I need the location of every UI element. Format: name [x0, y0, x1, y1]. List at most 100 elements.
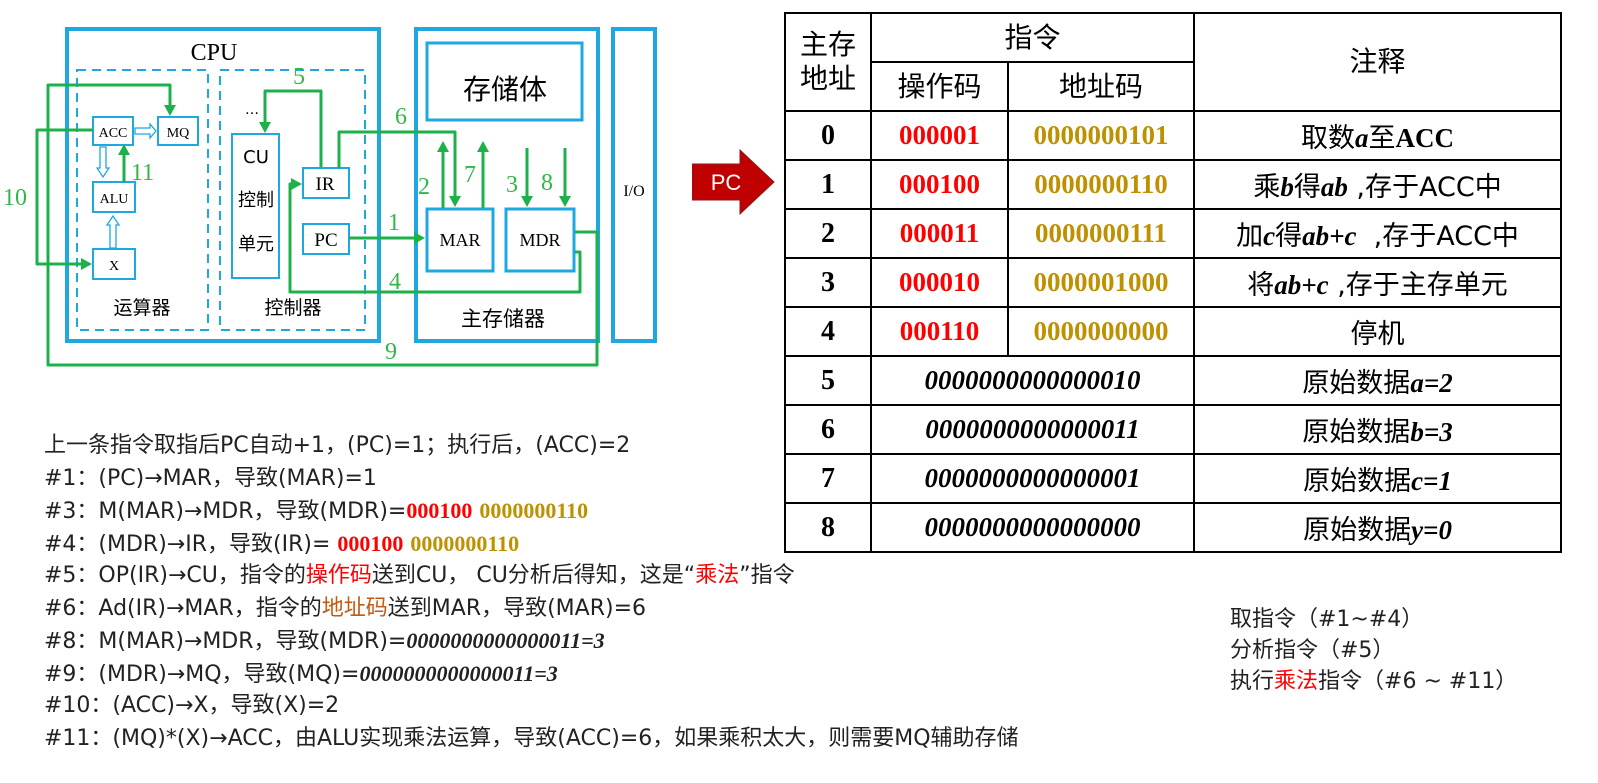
summary-execute: 执行乘法指令（#6 ~ #11）	[1230, 666, 1517, 697]
step-5-highlight-opcode: 操作码	[305, 563, 372, 588]
mq-register	[157, 116, 199, 146]
comment-part: 至	[1368, 123, 1396, 154]
header-instruction: 指令	[869, 12, 1196, 63]
comment-part: 原始数据	[1302, 417, 1411, 448]
row-comment: 停机	[1193, 306, 1563, 357]
acc-label: ACC	[99, 126, 128, 141]
internal-hollow-arrows	[95, 122, 157, 249]
alu-label: ALU	[100, 192, 129, 207]
step-4: #4：(MDR)→IR，导致(IR)= 000100 0000000110	[44, 528, 1194, 561]
table-row: 0 000001 0000000101 取数a至ACC	[784, 110, 1563, 161]
row-opcode: 000100	[870, 159, 1009, 210]
step-label-9: 9	[385, 339, 397, 365]
step-3: #3：M(MAR)→MDR，导致(MDR)=000100 0000000110	[44, 495, 1194, 528]
row-address-code: 0000000111	[1006, 208, 1196, 259]
step-6-highlight-address: 地址码	[321, 595, 388, 621]
step-label-1: 1	[388, 210, 400, 236]
ir-label: IR	[316, 174, 335, 195]
mdr-register	[504, 207, 576, 273]
comment-part: 得	[1275, 221, 1303, 252]
table-row: 5 0000000000000010 原始数据a=2	[784, 355, 1563, 406]
row-address: 0	[784, 110, 872, 161]
row-opcode: 000010	[870, 257, 1009, 308]
data-paths	[35, 83, 599, 367]
storage-body-box	[425, 41, 584, 122]
row-comment: 取数a至ACC	[1193, 110, 1563, 161]
step-6-text: 送到MAR，导致(MAR)=6	[387, 595, 647, 621]
step-9-value: 0000000000000011=3	[359, 660, 558, 686]
row-data-value: 0000000000000011	[869, 404, 1196, 455]
step-label-5: 5	[293, 64, 305, 90]
step-label-3: 3	[506, 172, 518, 198]
summary-execute-text: 执行	[1230, 669, 1275, 694]
row-comment: 原始数据c=1	[1193, 453, 1563, 504]
io-frame	[611, 27, 657, 343]
step-3-opcode: 000100	[406, 498, 473, 523]
row-comment: 原始数据a=2	[1193, 355, 1563, 406]
comment-part: 取数	[1301, 123, 1356, 154]
comment-var: b	[1280, 172, 1294, 202]
comment-var: a=2	[1410, 368, 1453, 398]
cpu-architecture-diagram: CPU 运算器 控制器 存储体 主存储器 I/O ACC MQ ALU X … …	[3, 27, 657, 367]
mar-label: MAR	[439, 230, 480, 250]
comment-var: y=0	[1411, 515, 1452, 545]
header-opcode: 操作码	[870, 61, 1009, 112]
step-label-10: 10	[3, 185, 27, 211]
pc-pointer-shape	[692, 148, 775, 216]
row-comment: 原始数据b=3	[1193, 404, 1563, 455]
alu-unit-frame	[76, 69, 209, 331]
cu-dots: …	[245, 102, 259, 118]
alu-unit-label: 运算器	[113, 297, 170, 319]
row-address-code: 0000001000	[1006, 257, 1196, 308]
path-arrowheads	[81, 105, 571, 270]
control-unit-label: 控制器	[264, 297, 321, 319]
step-label-7: 7	[464, 162, 476, 188]
step-label-8: 8	[541, 170, 553, 196]
comment-var: a	[1355, 123, 1369, 153]
table-row: 6 0000000000000011 原始数据b=3	[784, 404, 1563, 455]
step-6: #6：Ad(IR)→MAR，指令的地址码送到MAR，导致(MAR)=6	[44, 593, 1194, 626]
step-3-text: #3：M(MAR)→MDR，导致(MDR)=	[44, 499, 407, 524]
header-address-line-1: 主存	[799, 28, 856, 62]
cu-box	[231, 133, 280, 279]
row-address: 2	[784, 208, 872, 259]
step-8: #8：M(MAR)→MDR，导致(MDR)=0000000000000011=3	[44, 625, 1194, 658]
step-label-2: 2	[418, 174, 430, 200]
row-opcode: 000011	[870, 208, 1009, 259]
table-row: 3 000010 0000001000 将ab+c ,存于主存单元	[784, 257, 1563, 308]
step-6-text: #6：Ad(IR)→MAR，指令的	[44, 595, 322, 621]
mdr-label: MDR	[519, 230, 560, 250]
table-row: 7 0000000000000001 原始数据c=1	[784, 453, 1563, 504]
step-5: #5：OP(IR)→CU，指令的操作码送到CU， CU分析后得知，这是“乘法”指…	[44, 560, 1194, 593]
row-comment: 原始数据y=0	[1193, 502, 1563, 553]
step-3-address: 0000000110	[479, 498, 589, 523]
x-register	[92, 248, 136, 280]
summary-execute-text: 指令（#6 ~ #11）	[1318, 669, 1518, 694]
comment-bold: ab+c	[1302, 221, 1357, 251]
comment-var: b=3	[1410, 417, 1453, 447]
step-5-text: #5：OP(IR)→CU，指令的	[44, 563, 306, 588]
comment-bold: ab	[1320, 172, 1348, 202]
comment-part: ,存于ACC中	[1347, 172, 1502, 203]
header-address: 主存 地址	[784, 12, 872, 112]
row-address: 6	[784, 404, 872, 455]
header-address-code: 地址码	[1006, 61, 1196, 112]
ir-register	[302, 167, 350, 199]
memory-frame	[414, 27, 600, 343]
comment-part: ,存于ACC中	[1356, 221, 1519, 252]
row-address-code: 0000000110	[1006, 159, 1196, 210]
row-data-value: 0000000000000010	[869, 355, 1196, 406]
path-10	[35, 128, 93, 266]
table-row: 2 000011 0000000111 加c得ab+c ,存于ACC中	[784, 208, 1563, 259]
alu-box	[92, 181, 136, 213]
header-comment: 注释	[1193, 12, 1563, 112]
table-row: 4 000110 0000000000 停机	[784, 306, 1563, 357]
step-9-text: #9：(MDR)→MQ，导致(MQ)=	[44, 661, 360, 687]
step-explanations: 上一条指令取指后PC自动+1，(PC)=1；执行后，(ACC)=2 #1：(PC…	[44, 430, 1194, 755]
header-address-line-2: 地址	[799, 62, 856, 95]
step-4-address: 0000000110	[410, 530, 520, 556]
row-address: 5	[784, 355, 872, 406]
row-data-value: 0000000000000000	[869, 502, 1196, 553]
row-data-value: 0000000000000001	[869, 453, 1196, 504]
cu-line-1: CU	[243, 147, 269, 168]
